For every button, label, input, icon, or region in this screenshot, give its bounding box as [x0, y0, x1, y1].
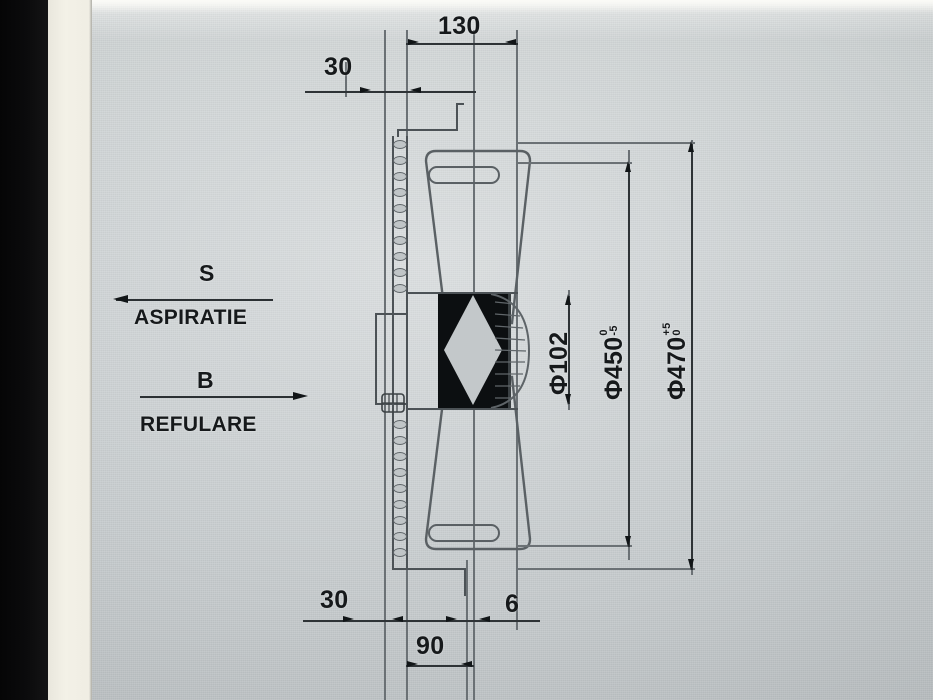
dim-90-arrow-left-icon — [407, 661, 418, 667]
dim-470-value: Φ470 — [663, 336, 691, 400]
housing-top-lip-cap — [456, 103, 464, 105]
ext-line-d — [466, 560, 468, 700]
housing-top-lip — [456, 103, 458, 131]
legend-discharge-letter: B — [197, 367, 214, 393]
dim-130-arrow-right-icon — [505, 39, 516, 45]
dim-30-bottom-arrow-right-icon — [392, 616, 403, 622]
dim-6-label: 6 — [505, 590, 520, 618]
dim-450-tol-lower: -5 — [608, 325, 620, 336]
terminal-box-left — [375, 313, 377, 403]
dim-90-arrow-right-icon — [461, 661, 472, 667]
dim-450-ext-bottom — [517, 545, 632, 547]
legend-discharge-arrow-icon — [293, 392, 308, 400]
dim-470-line — [691, 144, 693, 570]
dim-30-bottom-arrow-left-icon — [343, 616, 354, 622]
dim-102-arrow-top-icon — [565, 294, 571, 305]
dim-450-label: Φ450 0 -5 — [598, 325, 629, 400]
dim-470-label: Φ470 +5 0 — [661, 322, 692, 400]
housing-top-corner — [397, 129, 399, 137]
dim-90-label: 90 — [416, 632, 445, 660]
dim-102-line — [568, 296, 570, 404]
dim-30-top-label: 30 — [324, 53, 353, 81]
fan-blade-lower-slot — [428, 524, 500, 542]
dim-450-arrow-bottom-icon — [625, 536, 631, 547]
dim-130-arrow-left-icon — [408, 39, 419, 45]
dim-102-arrow-bottom-icon — [565, 394, 571, 405]
dim-6-arrow-right-icon — [479, 616, 490, 622]
terminal-box-top — [375, 313, 407, 315]
dim-bottom-line — [303, 620, 540, 622]
dim-130-line — [406, 43, 518, 45]
dim-30-top-arrow-right-icon — [410, 87, 421, 93]
fan-blade-upper-slot — [428, 166, 500, 184]
dim-470-tol-lower: 0 — [671, 329, 683, 336]
legend-suction-arrow-icon — [113, 295, 128, 303]
legend-suction-label: ASPIRATIE — [134, 306, 248, 329]
legend-discharge-rule — [140, 396, 295, 399]
legend-suction-letter: S — [199, 260, 215, 286]
dim-470-arrow-top-icon — [688, 141, 694, 152]
dim-450-line — [628, 164, 630, 547]
dim-30-bottom-label: 30 — [320, 586, 349, 614]
dim-90-line — [406, 665, 474, 667]
hub-top-line — [406, 292, 518, 294]
film-border-left — [0, 0, 48, 700]
dim-470-arrow-bottom-icon — [688, 559, 694, 570]
dim-6-arrow-left-icon — [446, 616, 457, 622]
dim-470-ext-top — [517, 142, 695, 144]
dim-102-label: Φ102 — [545, 331, 573, 395]
legend-suction-rule — [116, 299, 273, 302]
housing-bottom-flange — [392, 568, 464, 570]
housing-top-flange — [397, 129, 457, 131]
dim-470-ext-bottom — [517, 568, 695, 570]
terminal-box-bottom — [375, 403, 407, 405]
ext-line-b — [384, 30, 386, 700]
ext-line-a — [345, 62, 347, 97]
dim-450-ext-top — [517, 162, 632, 164]
ext-line-f — [516, 30, 518, 630]
dim-450-arrow-top-icon — [625, 161, 631, 172]
page-top-highlight — [92, 0, 933, 14]
hub-bottom-line — [406, 408, 518, 410]
housing-bottom-lip — [464, 568, 466, 596]
legend-discharge-label: REFULARE — [140, 413, 257, 436]
dim-130-label: 130 — [438, 12, 481, 40]
paper-edge-strip — [48, 0, 92, 700]
dim-30-top-line — [305, 91, 476, 93]
dim-450-value: Φ450 — [600, 336, 628, 400]
housing-wall-inner — [406, 136, 408, 568]
housing-wall-outer — [392, 136, 394, 568]
dim-30-top-arrow-left-icon — [360, 87, 371, 93]
